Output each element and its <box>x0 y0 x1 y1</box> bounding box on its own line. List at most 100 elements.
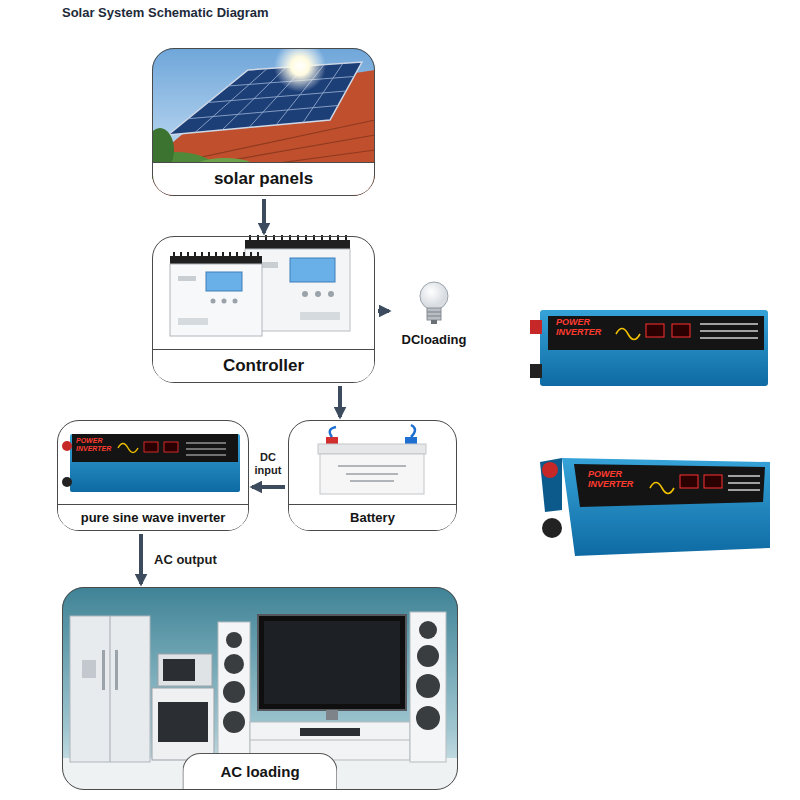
appliances-photo <box>224 654 244 674</box>
charge-controller-photo <box>170 264 262 336</box>
charge-controller-photo <box>328 291 334 297</box>
appliances-photo <box>102 650 105 690</box>
charge-controller-photo <box>222 299 227 304</box>
inverter-product-photo <box>548 316 764 350</box>
appliances-photo <box>410 612 446 762</box>
appliances-photo <box>419 621 437 639</box>
inverter-product-photo <box>700 324 758 338</box>
light-bulb-icon <box>420 282 448 324</box>
inverter-product-photo <box>574 464 765 507</box>
battery-photo <box>338 466 406 481</box>
inverter-product-photo <box>530 364 542 378</box>
label-band: pure sine wave inverter <box>58 504 248 530</box>
inverter-product-photo <box>728 476 760 490</box>
inverter-product-photo <box>540 310 768 386</box>
appliances-photo <box>416 674 440 698</box>
appliances-photo <box>258 615 406 710</box>
battery-photo <box>405 437 417 444</box>
node-label: AC loading <box>220 763 299 780</box>
inverter-photo <box>72 434 238 462</box>
label-band: Controller <box>153 349 374 382</box>
light-bulb-icon <box>427 308 441 320</box>
light-bulb-icon <box>431 320 437 324</box>
appliances-photo <box>82 660 96 678</box>
node-label: solar panels <box>214 169 313 189</box>
appliances-photo <box>62 587 458 790</box>
charge-controller-photo <box>170 235 350 336</box>
appliances-photo <box>223 711 245 733</box>
inverter-photo <box>186 443 226 455</box>
battery-photo <box>411 425 415 437</box>
node-label: Controller <box>223 356 304 376</box>
inverter-product-photo <box>542 462 558 478</box>
flow-arrow <box>252 485 285 489</box>
appliances-photo <box>62 587 458 790</box>
edge-label: DC input <box>250 451 286 476</box>
charge-controller-photo <box>290 258 335 282</box>
inverter-photo <box>144 442 158 452</box>
inverter-photo <box>70 434 240 492</box>
node-label: DCloading <box>402 332 467 347</box>
inverter-product-photo <box>540 458 770 556</box>
flow-arrow <box>262 199 266 233</box>
appliances-photo <box>158 702 208 742</box>
battery-photo <box>318 425 426 494</box>
light-bulb-icon <box>427 312 441 316</box>
diagram-title: Solar System Schematic Diagram <box>62 5 269 20</box>
photo-box: solar panels <box>152 48 375 196</box>
appliances-photo <box>226 632 242 648</box>
inverter-photo <box>62 441 72 451</box>
charge-controller-photo <box>178 318 208 325</box>
label-band: DCloading <box>392 328 476 350</box>
device-box: Controller <box>152 236 375 383</box>
charge-controller-photo <box>211 299 216 304</box>
solar-roof-photo <box>188 63 354 132</box>
inverter-photo <box>164 442 178 452</box>
charge-controller-photo <box>315 291 321 297</box>
load-scene-box: AC loading <box>62 587 458 790</box>
inverter-product-photo <box>616 329 640 340</box>
appliances-photo <box>416 706 440 730</box>
battery-photo <box>330 427 336 437</box>
appliances-photo <box>152 688 214 760</box>
product-brand-text: POWER INVERTER <box>76 437 116 452</box>
inverter-box: pure sine wave inverter <box>57 420 249 531</box>
flow-arrow <box>338 386 342 417</box>
charge-controller-photo <box>245 240 350 249</box>
inverter-product-photo <box>542 518 562 538</box>
edge-label: AC output <box>154 553 244 568</box>
charge-controller-photo <box>174 252 258 256</box>
product-brand-text: POWER INVERTER <box>556 318 614 338</box>
appliances-photo <box>115 650 118 690</box>
charge-controller-photo <box>302 291 308 297</box>
appliances-photo <box>163 659 195 681</box>
inverter-photo <box>118 444 138 453</box>
solar-roof-photo <box>168 62 362 135</box>
battery-photo <box>318 444 426 454</box>
product-brand-text: POWER INVERTER <box>588 470 646 490</box>
appliances-photo <box>250 740 410 741</box>
label-band: solar panels <box>153 162 374 195</box>
solar-roof-photo <box>274 48 326 92</box>
charge-controller-photo <box>233 299 238 304</box>
appliances-photo <box>326 710 338 720</box>
inverter-product-photo <box>672 324 690 337</box>
appliances-photo <box>158 654 212 686</box>
appliances-photo <box>300 728 360 736</box>
solar-roof-photo <box>152 48 375 196</box>
inverter-product-photo <box>562 458 770 556</box>
node-label: Battery <box>350 510 395 525</box>
inverter-product-photo <box>650 483 674 494</box>
charge-controller-photo <box>170 256 262 264</box>
inverter-photo <box>62 477 72 487</box>
inverter-product-photo <box>680 475 698 488</box>
light-bulb-icon <box>420 282 448 310</box>
inverter-product-photo <box>704 475 722 488</box>
charge-controller-photo <box>178 276 196 281</box>
flow-arrow <box>139 534 143 584</box>
inverter-product-photo <box>540 458 562 512</box>
battery-photo <box>320 454 424 494</box>
